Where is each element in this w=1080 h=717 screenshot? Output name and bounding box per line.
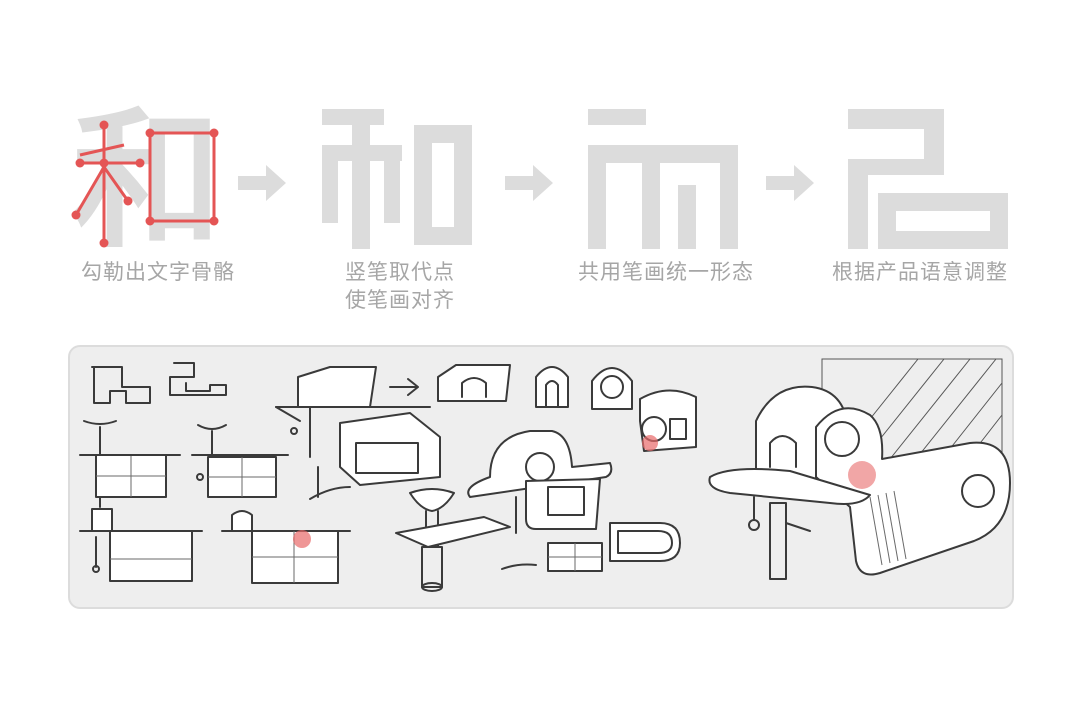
caption-step-2: 竖笔取代点 使笔画对齐 [345,260,455,312]
sketch-desk-1 [79,508,203,582]
skeleton-lines [74,125,216,243]
sketch-panels [501,522,681,572]
caption-step-3: 共用笔画统一形态 [578,260,754,284]
sketch-box-module [275,366,441,498]
sketch-final-product [708,358,1011,580]
sketch-dome-desk [467,430,613,534]
sketch-arrow-icon [309,378,419,500]
sketch-panel [68,345,1014,609]
arrow-right-icon [505,165,553,201]
sketch-cabinet-row [437,364,697,452]
sketch-bowl-stand [395,488,511,592]
arrow-right-icon [766,165,814,201]
skeleton-points [71,120,219,248]
sketch-cat-tree-1 [79,420,181,508]
highlight-dot [293,530,311,548]
step-2-glyph: 和 [322,105,492,255]
caption-step-4: 根据产品语意调整 [832,260,1008,284]
sketch-glyph-outlines [91,362,227,404]
step-4-glyph [848,105,1018,255]
caption-step-1: 勾勒出文字骨骼 [81,260,235,284]
step-3-glyph [588,105,758,255]
glyph-he-text: 和 [72,105,222,255]
arrow-right-icon [238,165,286,201]
step-1-glyph: 和 [62,95,232,269]
highlight-dot-final [848,461,876,489]
sketch-cat-tree-2 [191,424,289,498]
product-sketches [79,358,1011,592]
sketch-desk-2 [221,510,351,584]
